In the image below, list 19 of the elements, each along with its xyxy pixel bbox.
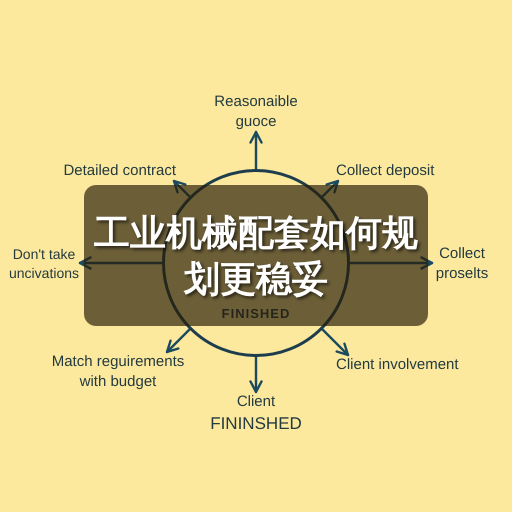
arrow: [166, 327, 192, 354]
title-text: 工业机械配套如何规划更稳妥: [93, 212, 419, 302]
step-label: Client involvement: [336, 355, 459, 375]
arrow: [347, 256, 434, 270]
step-label: Match reguirements with budget: [50, 352, 186, 392]
arrow: [172, 180, 192, 199]
step-label: Reasonaible guoce: [213, 92, 299, 132]
step-label: FININSHED: [210, 413, 302, 435]
step-label: Collect deposit: [336, 161, 434, 181]
arrow: [78, 256, 165, 270]
arrow: [320, 180, 340, 199]
arrow: [249, 130, 263, 172]
arrow: [320, 327, 350, 356]
step-label: Don't take uncivations: [8, 245, 80, 283]
arrow: [249, 354, 263, 394]
step-label: Detailed contract: [63, 161, 176, 181]
circle-label: FINISHED: [222, 307, 290, 320]
step-label: Collect proselts: [434, 244, 490, 284]
step-label: Client: [236, 392, 276, 412]
